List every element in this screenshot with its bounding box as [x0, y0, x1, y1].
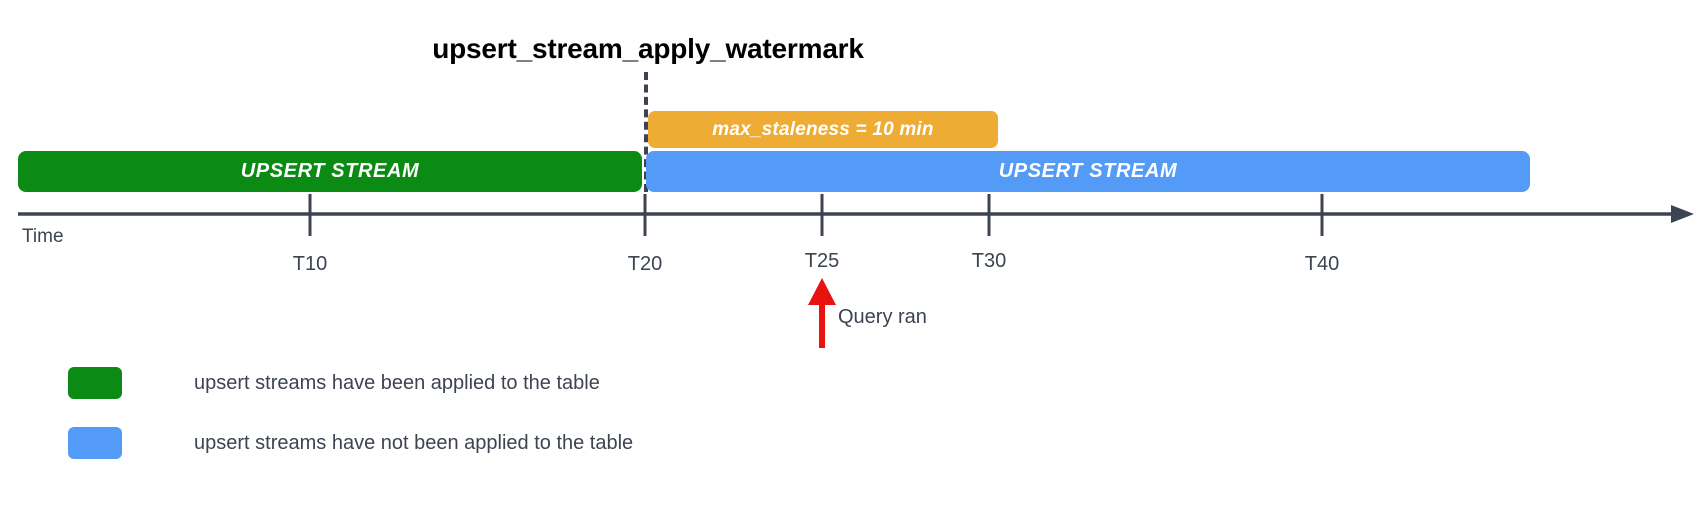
page-title: upsert_stream_apply_watermark [432, 33, 864, 64]
legend: upsert streams have been applied to the … [68, 353, 633, 473]
tick-label-t30: T30 [971, 250, 1007, 272]
max-staleness-bar: max_staleness = 10 min [648, 111, 998, 148]
legend-item-not-applied: upsert streams have not been applied to … [68, 413, 633, 473]
legend-label-applied: upsert streams have been applied to the … [194, 371, 600, 394]
legend-swatch-blue-icon [68, 427, 122, 459]
query-ran-label: Query ran [838, 306, 927, 328]
legend-item-applied: upsert streams have been applied to the … [68, 353, 633, 413]
legend-label-not-applied: upsert streams have not been applied to … [194, 431, 634, 454]
watermark-dashed-line [644, 72, 648, 192]
tick-label-t10: T10 [292, 253, 328, 275]
tick-label-t40: T40 [1304, 253, 1340, 275]
upsert-stream-not-applied-bar: UPSERT STREAM [646, 151, 1530, 192]
upsert-stream-applied-bar: UPSERT STREAM [18, 151, 642, 192]
tick-label-t20: T20 [627, 253, 663, 275]
legend-swatch-green-icon [68, 367, 122, 399]
axis-label-time: Time [22, 226, 64, 247]
tick-label-t25: T25 [804, 250, 840, 272]
